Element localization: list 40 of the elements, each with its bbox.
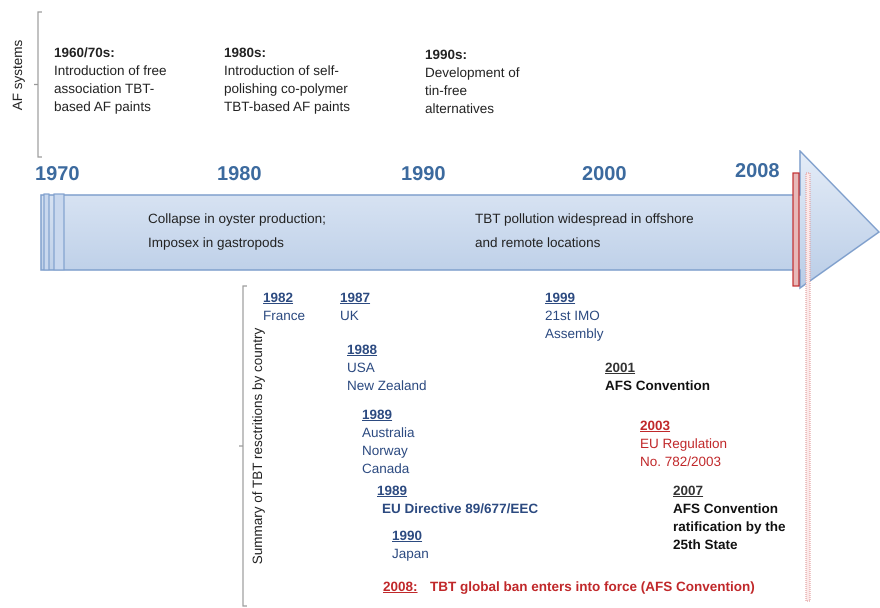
event-text: EU Directive 89/677/EEC [382,500,538,518]
event-text: TBT pollution widespread in offshore and remote locations [475,210,695,252]
country-label: Norway [362,442,408,460]
year-label: 2008 [735,160,780,182]
year-label: 1980 [217,163,262,185]
event-text: AFS Convention ratification by the 25th State [673,500,787,554]
year-label: 2007 [673,482,704,500]
year-label: 1982 [263,289,294,307]
period-text: Introduction of self-polishing co-polymer TBT-based AF paints [224,62,352,116]
period-text: Introduction of free association TBT-based AF paints [54,62,168,116]
year-label: 1988 [347,341,378,359]
year-label: 1987 [340,289,370,307]
period-text: Development of tin-free alternatives [425,64,521,118]
axis-label: AF systems [9,38,26,112]
year-label: 2008: [383,578,418,596]
country-label: UK [340,307,359,325]
country-label: New Zealand [347,377,427,395]
axis-label: Summary of TBT resctritions by country [249,326,266,566]
year-label: 2000 [582,163,626,185]
event-text: EU Regulation No. 782/2003 [640,435,728,471]
country-label: Japan [392,545,429,563]
period-heading: 1990s: [425,46,468,64]
year-label: 1990 [392,527,422,545]
year-label: 2001 [605,359,636,377]
event-text: Collapse in oyster production; Imposex in gastropods [148,210,327,252]
event-text: AFS Convention [605,377,710,395]
country-label: Australia [362,424,415,442]
year-label: 1999 [545,289,576,307]
year-label: 1989 [362,406,392,424]
country-label: France [263,307,306,325]
event-text: 21st IMO Assembly [545,307,605,343]
country-label: Canada [362,460,410,478]
period-heading: 1980s: [224,44,266,62]
year-label: 1970 [35,163,80,185]
year-label: 2003 [640,417,670,435]
year-label: 1990 [401,163,446,185]
country-label: USA [347,359,375,377]
event-text: TBT global ban enters into force (AFS Convention) [430,578,755,596]
period-heading: 1960/70s: [54,44,115,62]
year-label: 1989 [377,482,408,500]
